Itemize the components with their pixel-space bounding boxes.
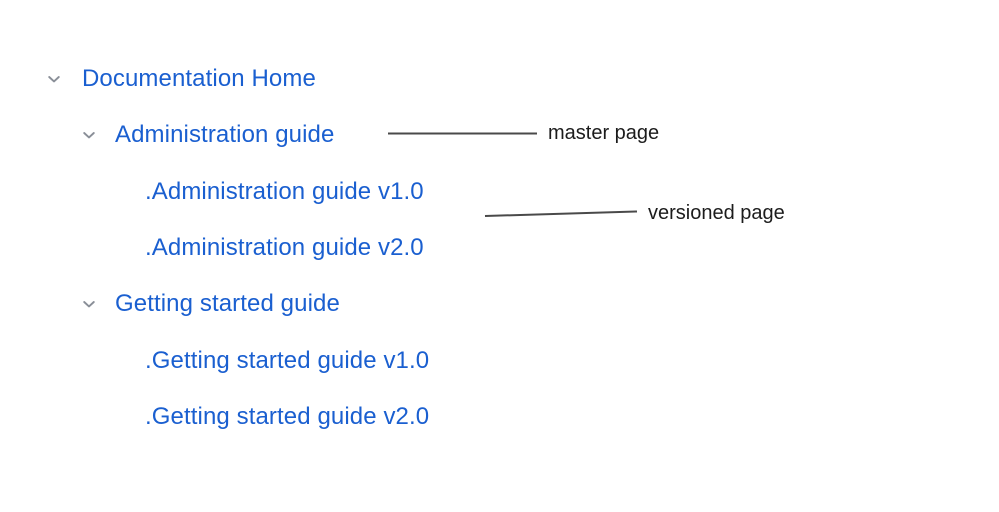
tree-row-getting-started-guide-v1[interactable]: .Getting started guide v1.0 [0,344,429,378]
annotation-label-versioned-page: versioned page [648,202,785,224]
tree-item-label[interactable]: Administration guide [115,121,335,148]
tree-item-label[interactable]: .Getting started guide v1.0 [145,347,430,374]
tree-row-administration-guide-v1[interactable]: .Administration guide v1.0 [0,175,424,209]
tree-item-label[interactable]: .Getting started guide v2.0 [145,403,430,430]
tree-item-label[interactable]: .Administration guide v2.0 [145,234,424,261]
tree-row-administration-guide[interactable]: Administration guide [0,118,334,152]
tree-item-label[interactable]: Getting started guide [115,290,340,317]
chevron-down-icon[interactable] [81,127,97,143]
tree-row-documentation-home[interactable]: Documentation Home [0,62,316,96]
chevron-down-icon[interactable] [81,296,97,312]
annotation-label-master-page: master page [548,122,660,144]
tree-row-getting-started-guide-v2[interactable]: .Getting started guide v2.0 [0,400,429,434]
chevron-down-icon[interactable] [46,71,62,87]
tree-item-label[interactable]: Documentation Home [82,65,316,92]
tree-row-getting-started-guide[interactable]: Getting started guide [0,287,340,321]
tree-row-administration-guide-v2[interactable]: .Administration guide v2.0 [0,231,424,265]
tree-item-label[interactable]: .Administration guide v1.0 [145,178,424,205]
